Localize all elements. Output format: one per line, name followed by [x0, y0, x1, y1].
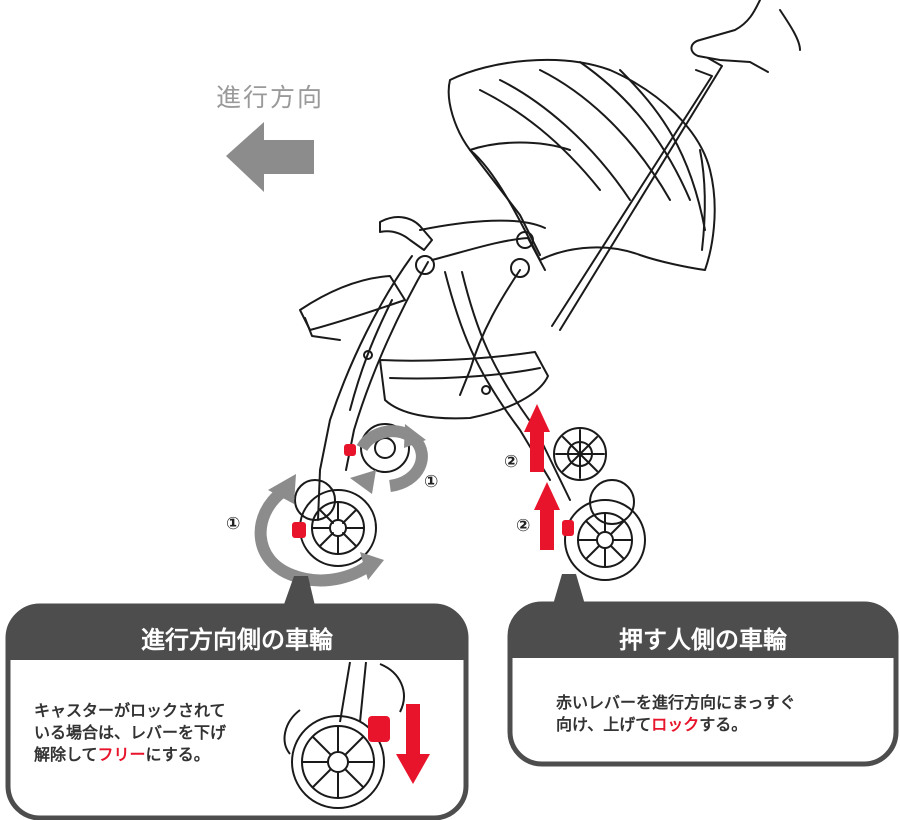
step-2-marker: ② — [504, 452, 519, 472]
step-1-marker: ① — [226, 514, 241, 534]
panel-right-line1-prefix: 赤いレバーを — [556, 693, 653, 712]
panel-left-line3: 解除してフリーにする。 — [34, 744, 226, 766]
panel-right-line1-bold: 進行方向にまっすぐ — [652, 693, 796, 712]
panel-left-line1: キャスターがロックされて — [34, 701, 226, 720]
panel-right-line2-bold: 向け — [556, 715, 588, 734]
panel-left-line2: いる場合は、レバーを下げ — [34, 723, 227, 742]
step-1-marker: ① — [424, 472, 439, 492]
panel-right-line2-suffix: する。 — [699, 715, 748, 734]
panel-left-frame — [5, 576, 469, 820]
panel-right-title: 押す人側の車輪 — [619, 626, 787, 654]
panel-left-line3-prefix: 解除して — [34, 745, 98, 764]
panel-right-line2: 向け、上げてロックする。 — [556, 714, 795, 736]
panel-right-frame — [507, 574, 899, 767]
step-2-marker: ② — [516, 516, 531, 536]
panel-right-instructions: 赤いレバーを進行方向にまっすぐ 向け、上げてロックする。 — [556, 692, 795, 736]
panel-left-line3-suffix: にする。 — [145, 745, 210, 764]
panel-left-instructions: キャスターがロックされて いる場合は、レバーを下げ 解除してフリーにする。 — [34, 700, 226, 766]
wheel-inset-illustration — [283, 662, 430, 809]
direction-label: 進行方向 — [216, 83, 325, 112]
panel-right-line2-mid: 、上げて — [587, 715, 652, 734]
panel-right-line2-red: ロック — [651, 715, 700, 734]
panel-left-title: 進行方向側の車輪 — [141, 626, 333, 654]
panel-left-line3-red: フリー — [97, 745, 146, 764]
direction-arrow-icon — [226, 122, 314, 192]
panel-right-line1: 赤いレバーを進行方向にまっすぐ — [556, 692, 795, 714]
